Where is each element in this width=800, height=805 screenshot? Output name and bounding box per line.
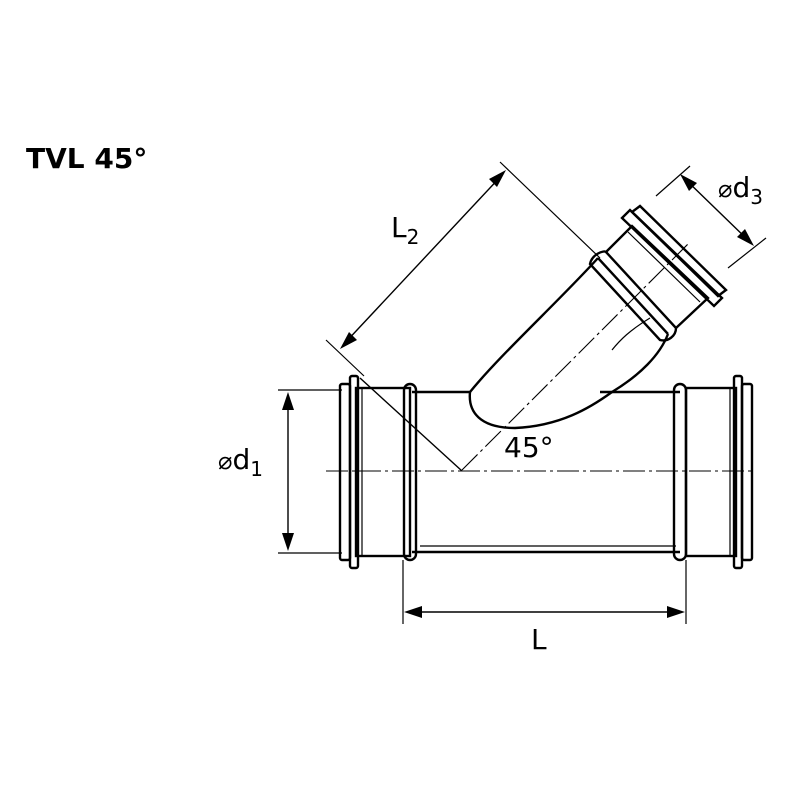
d3-arrow-bottom (737, 229, 754, 246)
d3-extension-top (655, 165, 691, 197)
branch-seal-ring-inner (620, 208, 724, 308)
branch-lower-edge (611, 333, 670, 394)
d1-arrow-bottom (282, 533, 294, 551)
dimension-d1 (278, 389, 342, 554)
l2-arrow-bottom (340, 332, 357, 349)
d3-extension-bottom (727, 237, 767, 269)
l2-arrow-top (489, 170, 506, 187)
right-bead (672, 382, 688, 562)
l-arrow-right (667, 606, 685, 618)
branch-spigot (605, 224, 710, 329)
dimension-d3 (655, 165, 767, 269)
l-arrow-left (404, 606, 422, 618)
left-seal-ring-inner (348, 374, 360, 570)
d3-diameter-symbol: ⌀ (718, 175, 733, 203)
d3-label-base: d (732, 171, 751, 204)
right-spigot (684, 386, 738, 558)
angle-leader (359, 377, 463, 472)
branch-bead-a (597, 257, 669, 335)
l2-extension-bottom (325, 339, 365, 377)
dimension-l2 (325, 161, 601, 377)
l2-label-sub: 2 (406, 225, 420, 249)
branch-upper-edge (469, 257, 599, 393)
d3-label-sub: 3 (750, 185, 763, 209)
l-label: L (531, 623, 547, 656)
d3-label: ⌀d3 (718, 171, 763, 209)
l2-label-base: L (391, 211, 407, 244)
d1-label: ⌀d1 (218, 443, 263, 481)
l2-label: L2 (391, 211, 420, 249)
d3-dimension-line (683, 177, 751, 243)
drawing-title: TVL 45° (26, 142, 148, 175)
left-spigot (354, 386, 412, 558)
d1-diameter-symbol: ⌀ (218, 447, 233, 475)
l2-extension-top (499, 161, 601, 259)
left-bead (402, 382, 418, 562)
branch-spigot-inner (627, 231, 701, 303)
branch-seal-ring-outer (630, 204, 728, 298)
branch-centerline (461, 241, 691, 471)
left-seal-ring-outer (338, 382, 352, 562)
branch-shade (611, 317, 651, 351)
dimension-l (402, 560, 687, 624)
d1-arrow-top (282, 392, 294, 410)
main-pipe (338, 374, 754, 570)
d1-label-sub: 1 (250, 457, 263, 481)
d1-label-base: d (232, 443, 251, 476)
angle-label: 45° (504, 431, 554, 464)
d3-arrow-top (680, 174, 697, 191)
right-seal-ring-outer (740, 382, 754, 562)
branch-intersection (468, 391, 613, 430)
branch-pipe (468, 204, 728, 430)
l2-dimension-line (342, 173, 504, 346)
